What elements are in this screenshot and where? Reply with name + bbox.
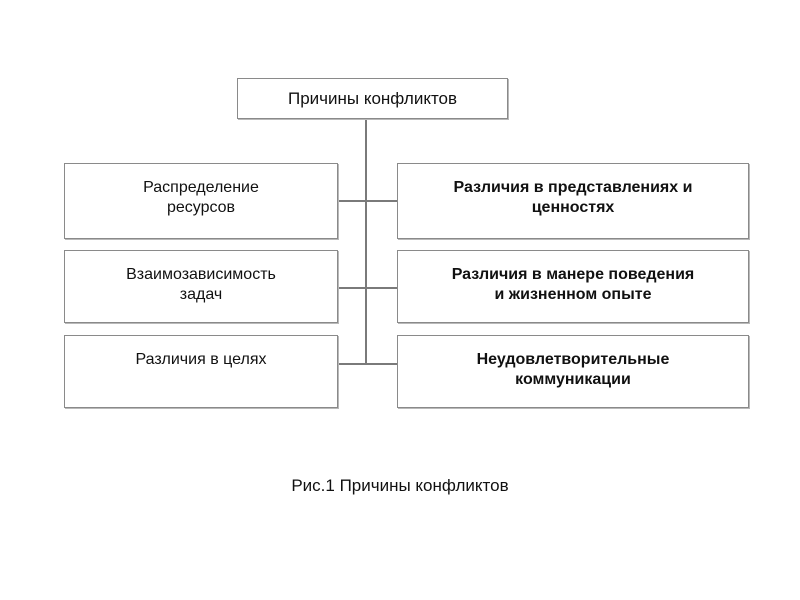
node-right-differences-in-perceptions-and-values: Различия в представлениях и ценностях	[397, 163, 749, 239]
node-title-causes-of-conflicts: Причины конфликтов	[237, 78, 508, 119]
node-right-unsatisfactory-communications: Неудовлетворительные коммуникации	[397, 335, 749, 408]
node-left-1-label: Распределение ресурсов	[143, 179, 259, 216]
node-title-label: Причины конфликтов	[287, 88, 458, 108]
node-right-differences-in-behavior-and-experience: Различия в манере поведения и жизненном …	[397, 250, 749, 323]
node-left-3-label: Различия в целях	[135, 351, 267, 368]
node-right-2-label: Различия в манере поведения и жизненном …	[451, 266, 695, 303]
connector-horizontal-row-2	[338, 287, 398, 289]
node-left-2-label: Взаимозависимость задач	[126, 266, 276, 303]
node-left-task-interdependence: Взаимозависимость задач	[64, 250, 338, 323]
connector-horizontal-row-1	[338, 200, 398, 202]
node-left-differences-in-goals: Различия в целях	[64, 335, 338, 408]
node-right-3-label: Неудовлетворительные коммуникации	[476, 351, 670, 388]
node-left-resource-allocation: Распределение ресурсов	[64, 163, 338, 239]
connector-horizontal-row-3	[338, 363, 398, 365]
node-right-1-label: Различия в представлениях и ценностях	[453, 179, 693, 216]
trunk-connector-vertical	[365, 119, 367, 364]
figure-caption: Рис.1 Причины конфликтов	[291, 476, 509, 495]
